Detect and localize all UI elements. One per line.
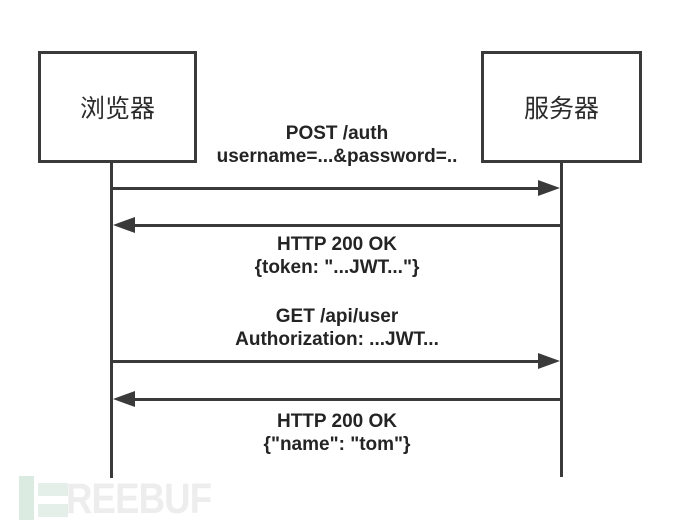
actor-label-server: 服务器 xyxy=(523,95,599,123)
arrow-response-token xyxy=(113,217,560,233)
actor-label-browser: 浏览器 xyxy=(79,95,155,123)
message-line: POST /auth xyxy=(285,123,389,144)
arrow-shaft xyxy=(132,397,560,401)
arrow-shaft xyxy=(113,186,541,190)
freebuf-logo-bottom-bar-icon xyxy=(38,504,68,517)
message-label-post-auth: POST /auth username=...&password=.. xyxy=(113,122,561,168)
arrow-shaft xyxy=(132,223,560,227)
message-line: {"name": "tom"} xyxy=(263,434,411,455)
message-line: Authorization: ...JWT... xyxy=(235,329,439,350)
actor-box-server: 服务器 xyxy=(481,51,642,163)
arrow-request-auth xyxy=(113,180,560,196)
message-line: HTTP 200 OK xyxy=(276,234,398,255)
freebuf-logo-top-bar-icon xyxy=(38,483,68,496)
message-line: GET /api/user xyxy=(275,306,399,327)
message-line: username=...&password=.. xyxy=(216,146,458,167)
actor-box-browser: 浏览器 xyxy=(38,51,197,163)
arrow-response-user-data xyxy=(113,391,560,407)
message-line: HTTP 200 OK xyxy=(276,411,398,432)
arrowhead-right-icon xyxy=(538,180,560,196)
arrowhead-right-icon xyxy=(538,353,560,369)
arrowhead-left-icon xyxy=(113,391,135,407)
message-label-get-api-user: GET /api/user Authorization: ...JWT... xyxy=(113,305,561,351)
arrow-shaft xyxy=(113,359,541,363)
message-line: {token: "...JWT..."} xyxy=(254,257,420,278)
freebuf-logo-vertical-bar-icon xyxy=(19,476,34,520)
arrowhead-left-icon xyxy=(113,217,135,233)
message-label-user-response: HTTP 200 OK {"name": "tom"} xyxy=(113,410,561,456)
message-label-token-response: HTTP 200 OK {token: "...JWT..."} xyxy=(113,233,561,279)
arrow-request-api-user xyxy=(113,353,560,369)
lifeline-browser xyxy=(110,163,113,478)
lifeline-server xyxy=(560,163,563,477)
freebuf-watermark-text: REEBUF xyxy=(66,475,212,523)
